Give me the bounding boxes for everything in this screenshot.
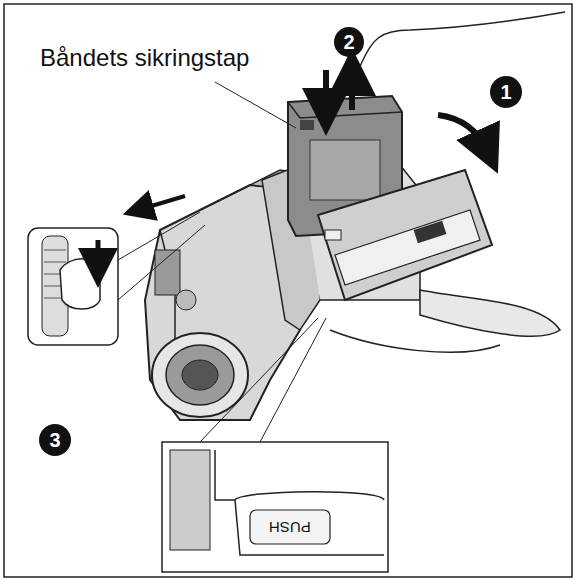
callout-number: 1 <box>490 76 522 108</box>
callout-text: 1 <box>500 81 511 104</box>
callout-number: 2 <box>334 27 364 57</box>
part-label: Båndets sikringstap <box>40 44 249 72</box>
callout-number: 3 <box>39 424 71 456</box>
callout-text: 3 <box>49 429 60 452</box>
button-marking: PUSH <box>269 519 311 536</box>
callout-text: 2 <box>343 31 354 54</box>
